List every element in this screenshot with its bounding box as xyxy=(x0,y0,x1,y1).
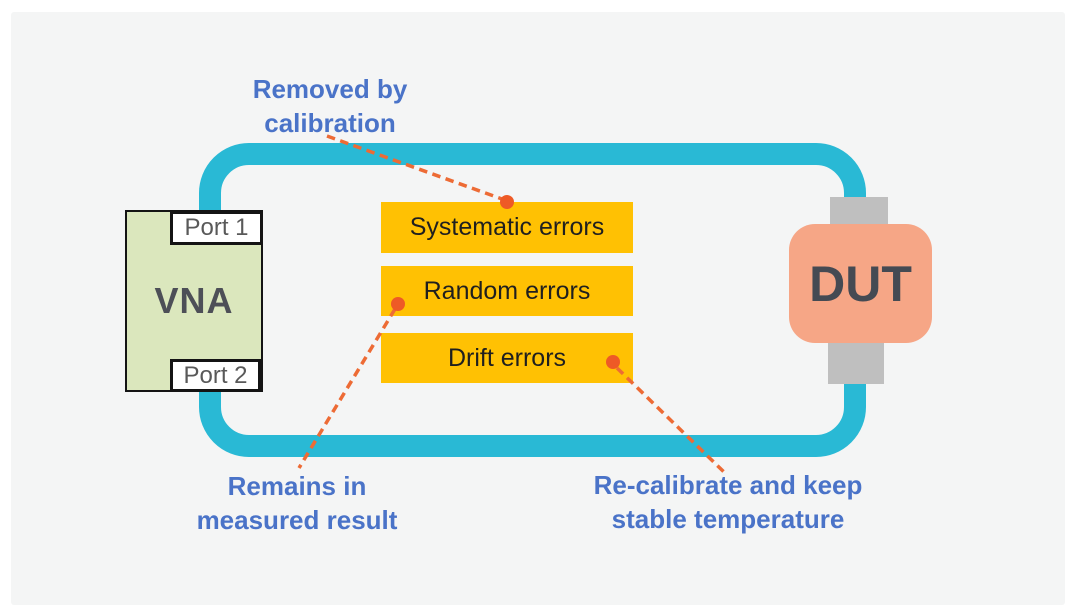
vna-label: VNA xyxy=(154,280,234,321)
callout-line: measured result xyxy=(196,505,398,535)
callout-removed-by-calibration: Removed by calibration xyxy=(225,72,435,140)
error-box-random-label: Random errors xyxy=(423,276,591,305)
port2-text: Port 2 xyxy=(183,361,248,389)
port1-text: Port 1 xyxy=(184,214,249,241)
error-box-systematic-label: Systematic errors xyxy=(409,213,605,241)
dut-box: DUT xyxy=(789,224,932,343)
callout-line: stable temperature xyxy=(611,504,845,534)
dut-bottom-connector xyxy=(828,342,884,384)
callout-remains-in-measured-result: Remains in measured result xyxy=(167,469,427,537)
callout-line: Remains in xyxy=(227,471,367,501)
error-box-random: Random errors xyxy=(381,266,633,316)
error-box-drift: Drift errors xyxy=(381,333,633,383)
error-box-systematic: Systematic errors xyxy=(381,202,633,253)
vna-port1-label: Port 1 xyxy=(170,211,263,245)
callout-line: calibration xyxy=(264,108,396,138)
callout-line: Removed by xyxy=(252,74,408,104)
dut-top-connector xyxy=(830,197,888,227)
callout-recalibrate-stable-temperature: Re-calibrate and keep stable temperature xyxy=(573,468,883,536)
dut-label: DUT xyxy=(809,255,912,312)
error-box-drift-label: Drift errors xyxy=(447,343,567,372)
callout-line: Re-calibrate and keep xyxy=(593,470,863,500)
vna-port2-label: Port 2 xyxy=(170,359,261,392)
